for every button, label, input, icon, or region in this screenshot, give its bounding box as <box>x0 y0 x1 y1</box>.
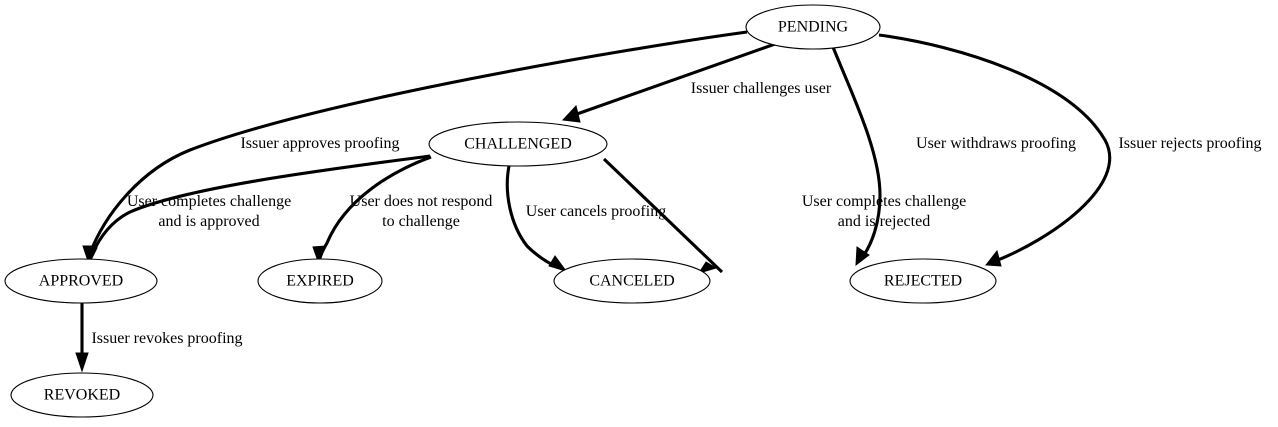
edge-pending-to-challenged: Issuer challenges user <box>561 42 832 123</box>
edge-line <box>576 42 776 116</box>
node-ellipse[interactable] <box>257 258 383 304</box>
edge-label-line: User cancels proofing <box>526 203 666 220</box>
arrowhead-icon <box>561 104 581 123</box>
node-ellipse[interactable] <box>428 121 608 167</box>
edge-label: Issuer challenges user <box>691 80 832 97</box>
edge-label: Issuer approves proofing <box>240 135 399 152</box>
edge-label-line: to challenge <box>382 213 460 230</box>
edge-label-line: User withdraws proofing <box>916 135 1076 152</box>
arrowhead-icon <box>312 245 326 266</box>
arrowhead-icon <box>548 255 568 272</box>
edge-label-line: Issuer rejects proofing <box>1118 135 1261 152</box>
state-node-expired[interactable]: EXPIRED <box>257 258 383 304</box>
edge-label: User withdraws proofing <box>916 135 1076 152</box>
edge-label: Issuer rejects proofing <box>1118 135 1261 152</box>
edge-approved-to-revoked: Issuer revokes proofing <box>75 303 243 373</box>
edge-line <box>602 157 724 274</box>
arrowhead-icon <box>855 246 870 267</box>
node-label: CHALLENGED <box>464 136 572 153</box>
edge-challenged-to-canceled: User completes challenge and is rejected <box>602 157 966 274</box>
node-ellipse[interactable] <box>849 258 997 304</box>
edge-label: User completes challenge and is rejected <box>802 193 966 230</box>
edge-label: User cancels proofing <box>526 203 666 220</box>
edge-label: Issuer revokes proofing <box>91 330 242 347</box>
node-ellipse[interactable] <box>10 372 154 418</box>
node-label: REVOKED <box>44 387 120 404</box>
node-label: APPROVED <box>39 273 123 290</box>
edge-label-line: Issuer challenges user <box>691 80 832 97</box>
edge-label-line: User completes challenge <box>127 193 291 210</box>
arrowhead-icon <box>985 249 1002 267</box>
node-label: CANCELED <box>589 273 674 290</box>
edge-line <box>505 165 560 270</box>
edge-line <box>878 33 1112 264</box>
state-node-canceled[interactable]: CANCELED <box>553 258 711 304</box>
node-ellipse[interactable] <box>553 258 711 304</box>
node-ellipse[interactable] <box>745 4 881 50</box>
state-node-pending[interactable]: PENDING <box>745 4 881 50</box>
edge-line <box>89 154 431 258</box>
node-ellipse[interactable] <box>4 258 158 304</box>
node-label: PENDING <box>778 19 849 36</box>
edge-label-line: and is rejected <box>838 213 930 230</box>
node-label: REJECTED <box>884 273 962 290</box>
edge-line <box>87 30 748 257</box>
edge-label-line: and is approved <box>158 213 259 230</box>
edge-challenged-to-expired: User does not respond to challenge <box>312 155 493 266</box>
edge-line <box>831 46 882 260</box>
edge-label-line: Issuer revokes proofing <box>91 330 242 347</box>
arrowhead-icon <box>75 352 89 373</box>
edge-challenged-to-canceled: User cancels proofing <box>505 165 666 272</box>
edge-pending-to-rejected: Issuer rejects proofing <box>878 33 1262 267</box>
arrowhead-icon <box>697 261 718 274</box>
nodes-layer: PENDING CHALLENGED APPROVED EXPIRED CANCELED… <box>4 4 997 418</box>
edges-layer: Issuer approves proofing Issuer challenge… <box>75 30 1262 373</box>
edge-label-line: User does not respond <box>350 193 493 210</box>
state-node-rejected[interactable]: REJECTED <box>849 258 997 304</box>
edge-label-line: Issuer approves proofing <box>240 135 399 152</box>
edge-pending-to-rejected: User withdraws proofing <box>831 46 1076 267</box>
edge-label-line: User completes challenge <box>802 193 966 210</box>
edge-label: User does not respond to challenge <box>350 193 493 230</box>
state-node-challenged[interactable]: CHALLENGED <box>428 121 608 167</box>
state-node-revoked[interactable]: REVOKED <box>10 372 154 418</box>
edge-label: User completes challenge and is approved <box>127 193 291 230</box>
edge-challenged-to-approved: User completes challenge and is approved <box>84 154 431 266</box>
node-label: EXPIRED <box>286 273 354 290</box>
state-node-approved[interactable]: APPROVED <box>4 258 158 304</box>
